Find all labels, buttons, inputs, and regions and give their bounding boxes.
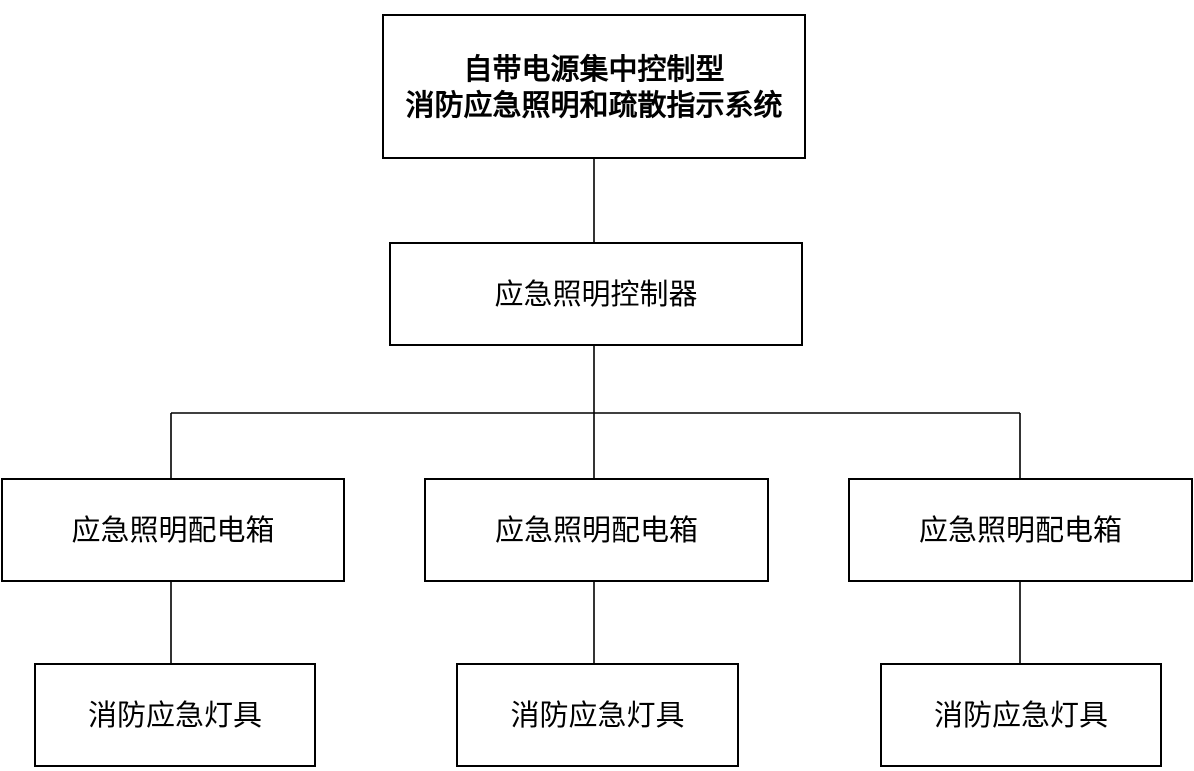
system-title-line-2: 消防应急照明和疏散指示系统 [405,87,783,122]
emergency-lamp-label: 消防应急灯具 [510,698,685,732]
emergency-lamp-label: 消防应急灯具 [933,698,1108,732]
system-title-box: 自带电源集中控制型 消防应急照明和疏散指示系统 [382,14,806,159]
emergency-lamp-1: 消防应急灯具 [34,663,316,767]
emergency-lamp-3: 消防应急灯具 [880,663,1162,767]
distribution-box-1: 应急照明配电箱 [1,478,345,582]
distribution-box-label: 应急照明配电箱 [71,513,275,547]
controller-box: 应急照明控制器 [389,242,803,346]
controller-label: 应急照明控制器 [494,277,698,311]
distribution-box-label: 应急照明配电箱 [918,513,1122,547]
system-title-line-1: 自带电源集中控制型 [463,51,725,86]
distribution-box-3: 应急照明配电箱 [848,478,1193,582]
distribution-box-label: 应急照明配电箱 [494,513,698,547]
emergency-lamp-label: 消防应急灯具 [87,698,262,732]
emergency-lamp-2: 消防应急灯具 [456,663,739,767]
distribution-box-2: 应急照明配电箱 [424,478,769,582]
